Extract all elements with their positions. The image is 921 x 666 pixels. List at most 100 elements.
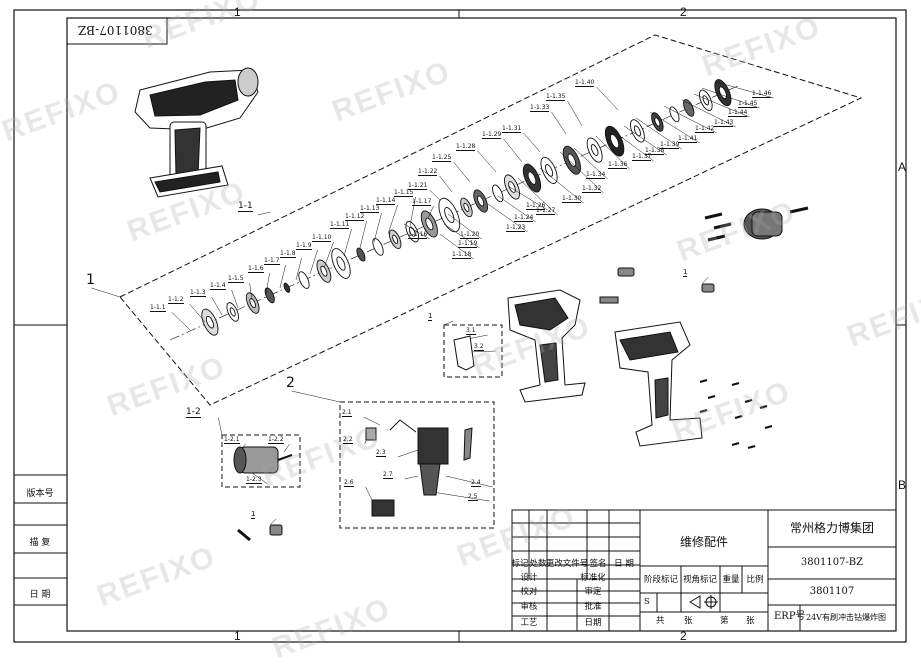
callout-p1-4: 1-1.4 bbox=[210, 282, 226, 290]
callout-p1-2: 1-1.2 bbox=[168, 296, 184, 304]
row-standard: 标准化 bbox=[580, 573, 606, 583]
exploded-part-bore bbox=[463, 202, 470, 213]
leader-line bbox=[249, 282, 253, 301]
callout-p1-44: 1-1.44 bbox=[728, 109, 748, 117]
leader-line bbox=[453, 161, 471, 183]
leader-line bbox=[291, 390, 341, 403]
row-design: 设计 bbox=[520, 573, 538, 583]
callout-p1-28: 1-1.28 bbox=[456, 143, 476, 151]
leader-line bbox=[611, 129, 654, 162]
callout-p2-3: 2.3 bbox=[376, 449, 386, 457]
callout-p1-30: 1-1.30 bbox=[562, 195, 582, 203]
box-motor bbox=[221, 434, 301, 488]
callout-p1-22: 1-1.22 bbox=[418, 168, 438, 176]
exploded-part bbox=[669, 106, 680, 123]
exploded-part-bore bbox=[544, 164, 554, 177]
callout-p1-1: 1-1.1 bbox=[150, 304, 166, 312]
leader-line bbox=[469, 350, 496, 353]
exploded-part bbox=[356, 247, 366, 262]
callout-one-a: 1 bbox=[428, 312, 433, 321]
switch-parts bbox=[365, 419, 473, 517]
callout-p1-17: 1-1.17 bbox=[412, 198, 432, 206]
view-mark-label: 视角标记 bbox=[682, 575, 718, 585]
callout-p1-36: 1-1.36 bbox=[608, 161, 628, 169]
leader-line bbox=[551, 111, 567, 135]
callout-p1-29: 1-1.29 bbox=[482, 131, 502, 139]
leader-line bbox=[431, 491, 490, 502]
leader-line bbox=[517, 177, 558, 216]
row-check: 校对 bbox=[520, 587, 538, 597]
exploded-part bbox=[298, 271, 310, 289]
callout-p2-4: 2.4 bbox=[471, 479, 481, 487]
callout-p2-6: 2.6 bbox=[344, 479, 354, 487]
leader-line bbox=[663, 105, 717, 134]
exploded-part bbox=[283, 282, 291, 293]
callout-p1-3: 1-1.3 bbox=[190, 289, 206, 297]
code-box bbox=[66, 17, 168, 45]
side-label-date: 日 期 bbox=[29, 590, 51, 600]
callout-p1-18: 1-1.18 bbox=[452, 251, 472, 259]
callout-p1-10: 1-1.10 bbox=[312, 234, 332, 242]
leader-line bbox=[649, 111, 700, 144]
leader-line bbox=[397, 449, 419, 458]
leader-line bbox=[507, 185, 548, 211]
stage-mark-label: 阶段标记 bbox=[643, 575, 679, 585]
leader-line bbox=[404, 475, 419, 480]
leader-line bbox=[295, 257, 302, 281]
title-part-name: 维修配件 bbox=[679, 535, 729, 549]
callout-p1-27: 1-1.27 bbox=[536, 207, 556, 215]
callout-one-b: 1 bbox=[683, 268, 688, 277]
total-label: 共 bbox=[656, 616, 665, 626]
leader-line bbox=[171, 311, 191, 331]
housing-left-half bbox=[507, 289, 586, 403]
title-erp-label: ERP号 bbox=[774, 611, 806, 622]
exploded-part-bore bbox=[610, 133, 620, 149]
callout-p1-38: 1-1.38 bbox=[645, 147, 665, 155]
leader-line bbox=[359, 220, 367, 249]
callout-p3-2: 3.2 bbox=[474, 343, 484, 351]
zone-top-1: 1 bbox=[234, 5, 241, 19]
motor-part bbox=[233, 446, 293, 474]
callout-p1-31: 1-1.31 bbox=[502, 125, 522, 133]
exploded-part bbox=[264, 287, 275, 304]
callout-p1-26: 1-1.26 bbox=[526, 202, 546, 210]
callout-p1-8: 1-1.8 bbox=[280, 250, 296, 258]
exploded-part-bore bbox=[633, 125, 641, 137]
exploded-part-bore bbox=[249, 297, 256, 309]
exploded-part-bore bbox=[567, 153, 577, 167]
leader-line bbox=[309, 249, 318, 275]
callout-p1-23: 1-1.23 bbox=[506, 224, 526, 232]
leader-line bbox=[539, 167, 584, 204]
outer-frame bbox=[13, 9, 907, 643]
exploded-part-bore bbox=[392, 234, 399, 244]
callout-p2-7: 2.7 bbox=[383, 471, 393, 479]
exploded-part-bore bbox=[527, 171, 537, 185]
scale-label: 比例 bbox=[746, 575, 764, 585]
callout-p12-2: 1-2.2 bbox=[268, 436, 284, 444]
leader-line bbox=[343, 228, 352, 257]
exploded-part-bore bbox=[477, 195, 485, 207]
zone-side-b: B bbox=[898, 478, 907, 492]
leader-line bbox=[231, 289, 239, 309]
leader-line bbox=[279, 264, 286, 289]
callout-p1-21: 1-1.21 bbox=[408, 182, 428, 190]
zone-bottom-2: 2 bbox=[680, 629, 687, 643]
callout-p12-1: 1-2.1 bbox=[224, 436, 240, 444]
nth-label: 第 bbox=[720, 616, 729, 626]
leader-line bbox=[409, 196, 416, 227]
leader-line bbox=[218, 417, 223, 436]
exploded-part-bore bbox=[229, 307, 236, 317]
exploded-part-bore bbox=[702, 95, 710, 106]
leader-line bbox=[701, 87, 760, 109]
exploded-part-bore bbox=[320, 265, 328, 277]
callout-p2-5: 2.5 bbox=[468, 493, 478, 501]
leader-line bbox=[439, 175, 453, 193]
exploded-parts bbox=[201, 79, 732, 336]
callout-p1-24: 1-1.24 bbox=[514, 214, 534, 222]
leader-line bbox=[596, 86, 619, 111]
callout-p1-43: 1-1.43 bbox=[714, 119, 734, 127]
assembly-1-1-boundary bbox=[119, 34, 863, 406]
exploded-part-bore bbox=[408, 226, 416, 237]
leader-line bbox=[323, 241, 334, 269]
